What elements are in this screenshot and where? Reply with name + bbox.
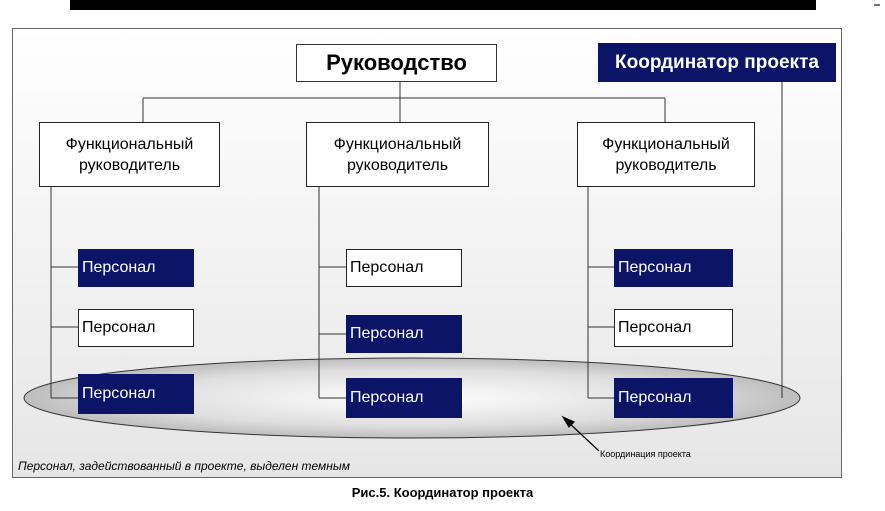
- personnel-box: Персонал: [346, 378, 462, 418]
- functional-manager-line2: руководитель: [78, 156, 181, 174]
- figure-caption: Рис.5. Координатор проекта: [351, 485, 534, 500]
- functional-manager-line1: Функциональный: [65, 135, 194, 153]
- management-box: Руководство: [296, 44, 497, 82]
- functional-manager-line2: руководитель: [346, 156, 449, 174]
- personnel-box: Персонал: [78, 309, 194, 347]
- personnel-box: Персонал: [614, 309, 733, 347]
- corner-dash: [874, 4, 880, 6]
- functional-manager-1: Функциональный руководитель: [39, 122, 220, 187]
- functional-manager-line2: руководитель: [615, 156, 717, 174]
- project-coordinator-box: Координатор проекта: [598, 43, 836, 82]
- personnel-box: Персонал: [614, 249, 733, 287]
- functional-manager-3: Функциональный руководитель: [577, 122, 755, 187]
- coordination-label: Координация проекта: [600, 449, 691, 459]
- personnel-box: Персонал: [614, 378, 733, 418]
- legend-note: Персонал, задействованный в проекте, выд…: [18, 459, 350, 473]
- functional-manager-2: Функциональный руководитель: [306, 122, 489, 187]
- personnel-box: Персонал: [78, 374, 194, 414]
- personnel-box: Персонал: [78, 249, 194, 287]
- functional-manager-line1: Функциональный: [333, 135, 462, 153]
- functional-manager-line1: Функциональный: [602, 135, 730, 153]
- top-rule: [70, 0, 816, 10]
- personnel-box: Персонал: [346, 249, 462, 287]
- personnel-box: Персонал: [346, 315, 462, 353]
